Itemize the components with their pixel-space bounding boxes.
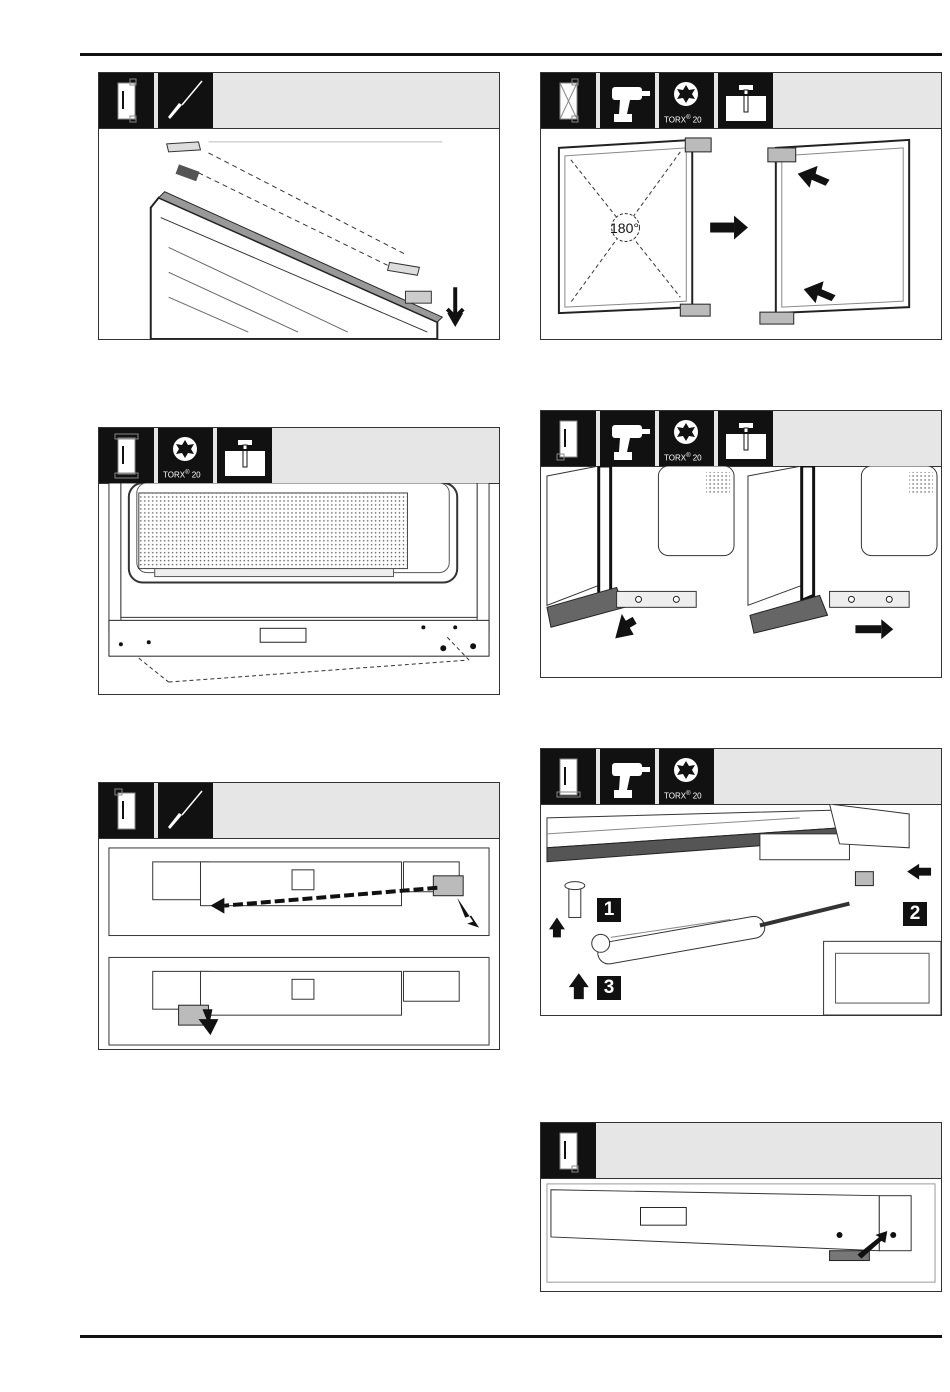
step-panel-damper: TORX® 20 1 2 3 <box>540 748 942 1016</box>
door-outline-icon <box>99 73 154 128</box>
step-panel-base-screw <box>540 1122 942 1292</box>
torx-size-label: TORX® 20 <box>664 791 702 801</box>
panel-header <box>99 73 499 129</box>
panel-header: TORX® 20 <box>541 73 941 129</box>
step-number-3: 3 <box>597 976 621 1000</box>
torx-size-label: TORX® 20 <box>664 453 702 463</box>
torx-size-label: TORX® 20 <box>664 115 702 125</box>
step-panel-unscrew-base: TORX® 20 <box>98 427 500 695</box>
illustration-base-fixing <box>541 1178 941 1291</box>
screwdriver-icon <box>158 73 213 128</box>
door-outline-icon <box>541 1123 596 1178</box>
door-outline-icon <box>541 411 596 466</box>
step-panel-remove-cover <box>98 72 500 340</box>
illustration-top-cover-slide <box>99 838 499 1049</box>
illustration-damper-install: 1 2 3 <box>541 804 941 1015</box>
illustration-base-screws <box>99 483 499 694</box>
cordless-drill-icon <box>600 749 655 804</box>
door-crossed-icon <box>541 73 596 128</box>
top-rule <box>80 53 942 56</box>
panel-header <box>99 783 499 839</box>
illustration-hinge-cover <box>99 128 499 339</box>
panel-header: TORX® 20 <box>541 749 941 805</box>
step-number-2: 2 <box>903 902 927 926</box>
rotation-angle-label: 180° <box>610 220 639 236</box>
cordless-drill-icon <box>600 411 655 466</box>
screw-icon <box>718 73 773 128</box>
screw-icon <box>217 428 272 483</box>
cordless-drill-icon <box>600 73 655 128</box>
torx-star-icon: TORX® 20 <box>659 749 714 804</box>
screwdriver-icon <box>158 783 213 838</box>
illustration-door-rotation: 180° <box>541 128 941 339</box>
panel-header: TORX® 20 <box>541 411 941 467</box>
torx-star-icon: TORX® 20 <box>158 428 213 483</box>
torx-size-label: TORX® 20 <box>163 470 201 480</box>
step-panel-hinge-mount: TORX® 20 <box>540 410 942 678</box>
illustration-hinge-slide <box>541 466 941 677</box>
panel-header <box>541 1123 941 1179</box>
step-panel-move-cover <box>98 782 500 1050</box>
torx-star-icon: TORX® 20 <box>659 73 714 128</box>
torx-star-icon: TORX® 20 <box>659 411 714 466</box>
door-outline-icon <box>99 783 154 838</box>
step-panel-reverse-hinges: TORX® 20 180° <box>540 72 942 340</box>
step-number-1: 1 <box>597 898 621 922</box>
door-outline-icon <box>541 749 596 804</box>
screw-icon <box>718 411 773 466</box>
door-outline-icon <box>99 428 154 483</box>
panel-header: TORX® 20 <box>99 428 499 484</box>
bottom-rule <box>80 1335 942 1338</box>
